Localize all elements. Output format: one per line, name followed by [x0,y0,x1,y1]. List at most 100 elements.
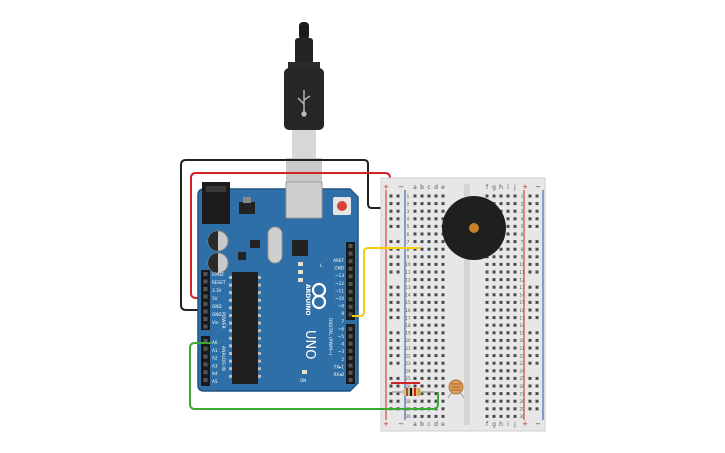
breadboard-row-label-28: 28 [405,399,411,404]
breadboard-row-label-19: 19 [405,331,411,336]
breadboard-row-label-16: 16 [405,308,411,313]
power-label: POWER [220,312,226,329]
breadboard-column-label-9: j [513,421,516,428]
rail-minus-bottom-right: − [535,420,541,428]
breadboard-row-label-22: 22 [519,353,525,358]
reset-button[interactable] [333,197,351,215]
breadboard-column-label-8: i [507,421,509,428]
breadboard-column-label-1: b [420,421,424,428]
digital-pin-label-14: TX▸1 [333,364,345,369]
breadboard-row-label-4: 4 [407,217,410,222]
breadboard-column-label-4: e [441,184,445,191]
breadboard-row-label-20: 20 [405,338,411,343]
digital-header-top [346,242,355,320]
breadboard-column-label-8: i [507,184,509,191]
analog-pin-label-4: A4 [212,371,218,376]
usb-chip [292,240,308,256]
breadboard-row-label-12: 12 [519,277,525,282]
power-pin-label-1: RESET [212,280,226,285]
breadboard-row-label-27: 27 [519,391,525,396]
breadboard-row-label-10: 10 [405,262,411,267]
rail-plus-bottom-right: + [522,420,528,428]
uno-model: UNO [302,330,317,359]
digital-pin-label-0: AREF [333,258,344,263]
breadboard-row-label-1: 1 [407,194,410,199]
breadboard-column-label-2: c [427,184,430,191]
breadboard-column-label-6: g [492,421,496,428]
breadboard-row-label-18: 18 [405,323,411,328]
analog-pin-label-1: A1 [212,348,218,353]
breadboard-column-label-5: f [486,421,489,428]
breadboard-row-label-17: 17 [405,315,411,320]
power-pin-label-5: GND [212,312,222,317]
breadboard-row-label-3: 3 [521,209,524,214]
digital-pin-label-4: ~11 [335,288,344,293]
breadboard-row-label-25: 25 [519,376,525,381]
breadboard-row-label-11: 11 [519,270,525,275]
analog-header [201,336,210,386]
breadboard-row-label-4: 4 [521,217,524,222]
breadboard-row-label-24: 24 [405,369,411,374]
crystal-oscillator [267,226,283,264]
photoresistor[interactable] [447,379,465,399]
breadboard-row-label-7: 7 [521,239,524,244]
breadboard-row-label-23: 23 [405,361,411,366]
digital-pin-label-13: 2 [341,357,344,362]
arduino-infinity-logo-icon [311,282,327,310]
piezo-buzzer[interactable] [442,196,506,260]
breadboard-row-label-21: 21 [405,346,411,351]
breadboard-row-label-1: 1 [521,194,524,199]
breadboard-row-label-30: 30 [519,414,525,419]
breadboard-row-label-13: 13 [405,285,411,290]
breadboard-row-label-23: 23 [519,361,525,366]
digital-label: DIGITAL (PWM~) [327,318,333,356]
digital-pin-label-7: 8 [341,311,344,316]
arduino-uno-board[interactable]: L ON ARDUINO UNO DIGITAL (PWM~) POWER AN… [197,181,359,392]
breadboard-column-label-0: a [413,184,417,191]
status-leds [298,262,307,374]
rail-minus-top-left: − [398,183,404,191]
breadboard-column-label-3: d [434,421,438,428]
resistor[interactable] [392,388,434,396]
on-label: ON [300,378,306,383]
power-header [201,270,210,330]
capacitor-2 [207,252,229,274]
wire-green[interactable] [189,342,439,410]
breadboard-row-label-12: 12 [405,277,411,282]
analog-pin-label-5: A5 [212,379,218,384]
analog-label: ANALOG IN [220,346,226,371]
digital-pin-label-2: ~13 [335,273,344,278]
breadboard-column-label-3: d [434,184,438,191]
breadboard-row-label-5: 5 [521,224,524,229]
power-pin-label-2: 3.3V [212,288,222,293]
breadboard-row-label-20: 20 [519,338,525,343]
breadboard-row-label-21: 21 [519,346,525,351]
breadboard-row-label-6: 6 [407,232,410,237]
breadboard-row-label-16: 16 [519,308,525,313]
breadboard-column-label-6: g [492,184,496,191]
breadboard-row-label-28: 28 [519,399,525,404]
breadboard-row-label-9: 9 [521,255,524,260]
rail-minus-top-right: − [535,183,541,191]
breadboard-column-label-7: h [499,184,503,191]
digital-pin-label-10: ~5 [338,334,345,339]
breadboard-row-label-19: 19 [519,331,525,336]
digital-pin-label-9: ~6 [338,326,345,331]
power-pin-label-0: IOREF [212,272,225,277]
capacitor-1 [207,230,229,252]
usb-symbol-icon [297,90,311,117]
analog-pin-label-3: A3 [212,363,218,368]
breadboard-row-label-10: 10 [519,262,525,267]
digital-pin-label-12: ~3 [338,349,345,354]
breadboard-row-label-13: 13 [519,285,525,290]
digital-pin-label-11: 4 [341,342,344,347]
wire-yellow[interactable] [352,247,420,317]
breadboard-row-label-11: 11 [405,270,411,275]
digital-pin-label-8: 7 [341,319,344,324]
wire-black[interactable] [180,159,421,311]
breadboard-row-label-26: 26 [405,384,411,389]
breadboard-row-label-22: 22 [405,353,411,358]
breadboard-row-label-14: 14 [519,293,525,298]
digital-pin-label-1: GND [334,266,344,271]
